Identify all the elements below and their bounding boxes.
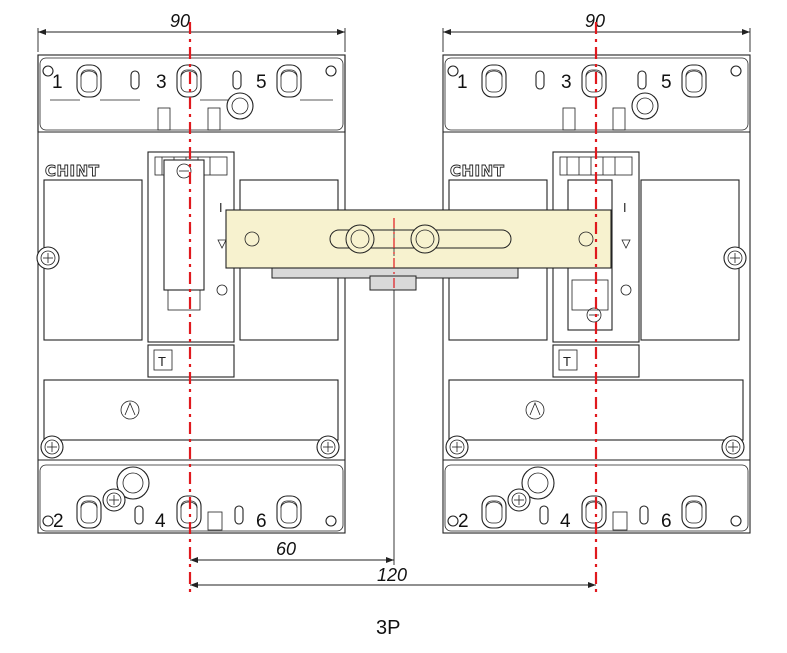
terminal-label-5: 5 — [661, 72, 672, 93]
terminal-label-4: 4 — [155, 511, 166, 532]
trip-button-label: T — [563, 354, 571, 369]
dimension-spacing: 120 — [377, 565, 407, 585]
brand-logo: CHINT — [450, 162, 505, 180]
screw-icon — [102, 488, 126, 512]
terminal-icon — [581, 64, 607, 98]
dimension-right-width: 90 — [585, 11, 605, 31]
terminal-icon — [481, 64, 507, 98]
terminal-icon — [481, 495, 507, 529]
terminal-icon — [276, 64, 302, 98]
hole-icon — [325, 65, 337, 77]
terminal-label-2: 2 — [53, 511, 64, 532]
terminal-label-3: 3 — [561, 72, 572, 93]
on-mark: I — [219, 201, 223, 215]
terminal-icon — [76, 64, 102, 98]
screw-icon — [316, 435, 340, 459]
screw-icon — [723, 246, 747, 270]
screw-icon — [445, 435, 469, 459]
on-mark: I — [623, 201, 627, 215]
terminal-icon — [681, 64, 707, 98]
screw-icon — [721, 435, 745, 459]
caption: 3P — [376, 617, 400, 639]
terminal-label-6: 6 — [256, 511, 267, 532]
hole-icon — [730, 65, 742, 77]
hole-icon — [42, 515, 54, 527]
dimension-left-width: 90 — [170, 11, 190, 31]
terminal-icon — [681, 495, 707, 529]
dimension-lines — [37, 28, 751, 588]
terminal-label-1: 1 — [457, 72, 468, 93]
terminal-icon — [76, 495, 102, 529]
hole-icon — [730, 515, 742, 527]
dimension-offset: 60 — [276, 539, 296, 559]
screw-icon — [36, 246, 60, 270]
terminal-label-2: 2 — [458, 511, 469, 532]
terminal-icon — [581, 495, 607, 529]
trip-button-label: T — [158, 354, 166, 369]
screw-icon — [40, 435, 64, 459]
terminal-label-1: 1 — [52, 72, 63, 93]
hole-icon — [447, 515, 459, 527]
hole-icon — [325, 515, 337, 527]
interlock-plate — [225, 209, 612, 291]
terminal-label-3: 3 — [156, 72, 167, 93]
terminal-label-5: 5 — [256, 72, 267, 93]
terminal-label-4: 4 — [560, 511, 571, 532]
brand-logo: CHINT — [45, 162, 100, 180]
terminal-icon — [276, 495, 302, 529]
terminal-label-6: 6 — [661, 511, 672, 532]
screw-icon — [507, 488, 531, 512]
